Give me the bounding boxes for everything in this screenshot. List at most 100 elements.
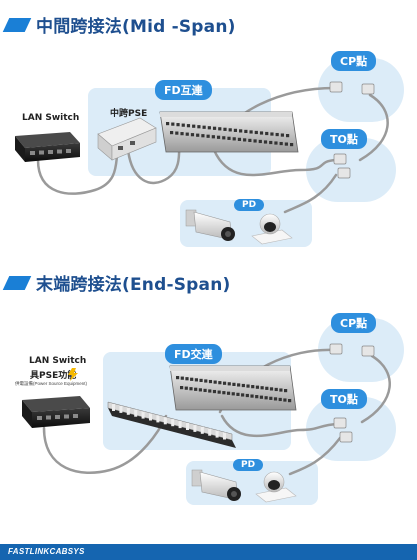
patch-port bbox=[245, 393, 249, 398]
end-span-title: 末端跨接法(End-Span) bbox=[36, 275, 231, 295]
cable-finger bbox=[134, 409, 138, 417]
patch-port bbox=[223, 127, 227, 131]
patch-port bbox=[192, 124, 196, 128]
patch-port bbox=[185, 377, 189, 381]
security-camera-icon bbox=[185, 209, 235, 241]
patch-port bbox=[184, 386, 188, 390]
patch-port bbox=[273, 397, 278, 401]
patch-port bbox=[180, 386, 184, 390]
patch-port bbox=[185, 132, 189, 136]
dome-camera-icon bbox=[255, 471, 297, 503]
patch-port bbox=[255, 395, 259, 399]
patch-port bbox=[233, 128, 238, 132]
rj45-connector-icon bbox=[329, 81, 375, 179]
patch-port bbox=[248, 138, 252, 143]
patch-panel-ports bbox=[176, 376, 292, 403]
security-camera-icon bbox=[191, 469, 241, 501]
patch-port bbox=[279, 388, 283, 392]
patch-port bbox=[274, 141, 278, 145]
patch-port bbox=[227, 136, 231, 140]
patch-port bbox=[176, 123, 180, 127]
patch-port bbox=[254, 130, 258, 135]
patch-port bbox=[275, 132, 279, 137]
midspan-pse-label: 中跨PSE bbox=[110, 109, 148, 119]
patch-port bbox=[194, 378, 198, 382]
patch-port bbox=[186, 124, 191, 128]
patch-port bbox=[283, 398, 287, 402]
patch-port bbox=[217, 390, 221, 394]
patch-port bbox=[190, 133, 195, 137]
patch-port bbox=[175, 131, 179, 135]
patch-port bbox=[236, 392, 240, 396]
patch-port bbox=[227, 382, 231, 386]
patch-port bbox=[286, 134, 290, 138]
patch-port bbox=[194, 387, 198, 391]
rj45-connector-icon bbox=[329, 343, 375, 443]
cp-point-label: CP點 bbox=[331, 313, 377, 333]
patch-port bbox=[232, 137, 236, 141]
patch-port bbox=[278, 397, 282, 402]
patch-port bbox=[253, 139, 257, 143]
patch-port bbox=[284, 389, 288, 393]
patch-port bbox=[213, 380, 217, 384]
patch-port bbox=[274, 387, 278, 392]
patch-port bbox=[260, 386, 264, 390]
to-point-label: TO點 bbox=[321, 389, 367, 409]
patch-port bbox=[199, 378, 203, 383]
patch-port bbox=[198, 388, 202, 392]
cable-finger bbox=[223, 432, 226, 440]
patch-port bbox=[212, 126, 217, 130]
patch-port bbox=[263, 140, 268, 144]
patch-port bbox=[269, 140, 273, 145]
patch-port bbox=[208, 389, 212, 393]
lan-switch-pse-icon bbox=[22, 396, 90, 428]
patch-port bbox=[270, 132, 274, 136]
fd-crossconnect-label: FD交連 bbox=[165, 344, 222, 364]
patch-port bbox=[180, 132, 184, 136]
patch-port bbox=[288, 399, 292, 403]
patch-port bbox=[180, 376, 184, 380]
patch-port bbox=[228, 128, 232, 132]
patch-port bbox=[258, 139, 262, 144]
patch-port bbox=[171, 122, 175, 126]
patch-port bbox=[170, 131, 174, 135]
patch-port bbox=[222, 391, 226, 395]
cable-finger bbox=[186, 423, 189, 430]
lan-switch-label: LAN Switch bbox=[22, 113, 80, 123]
patch-port bbox=[244, 129, 248, 134]
patch-port bbox=[250, 394, 254, 398]
lan-switch-label: LAN Switch bbox=[29, 356, 87, 366]
patch-port bbox=[176, 376, 180, 380]
patch-port bbox=[237, 383, 241, 387]
patch-port bbox=[201, 134, 205, 138]
patch-port bbox=[166, 122, 170, 126]
patch-port bbox=[202, 125, 206, 129]
patch-port bbox=[222, 136, 226, 140]
patch-panel-ports bbox=[166, 122, 294, 147]
cable-finger bbox=[208, 428, 212, 436]
patch-port bbox=[269, 387, 274, 391]
patch-port bbox=[211, 135, 215, 139]
patch-port bbox=[279, 141, 283, 146]
patch-port bbox=[241, 383, 245, 388]
patch-port bbox=[243, 138, 247, 142]
midspan-pse-icon bbox=[97, 117, 157, 161]
patch-port bbox=[197, 125, 201, 129]
patch-port bbox=[218, 381, 222, 385]
patch-port bbox=[265, 131, 269, 136]
patch-port bbox=[203, 388, 207, 393]
patch-port bbox=[204, 379, 208, 383]
patch-port bbox=[189, 387, 193, 391]
pse-capable-label: 具PSE功能 bbox=[30, 371, 77, 381]
patch-port bbox=[222, 381, 227, 385]
cable-finger bbox=[193, 424, 197, 432]
fd-interconnect-label: FD互連 bbox=[155, 80, 212, 100]
patch-port bbox=[196, 133, 200, 137]
cables-mid-span bbox=[36, 86, 389, 214]
cable-finger bbox=[119, 405, 123, 413]
patch-port bbox=[241, 393, 245, 397]
patch-port bbox=[208, 379, 213, 384]
to-point-label: TO點 bbox=[321, 129, 367, 149]
cp-point-label: CP點 bbox=[331, 51, 377, 71]
